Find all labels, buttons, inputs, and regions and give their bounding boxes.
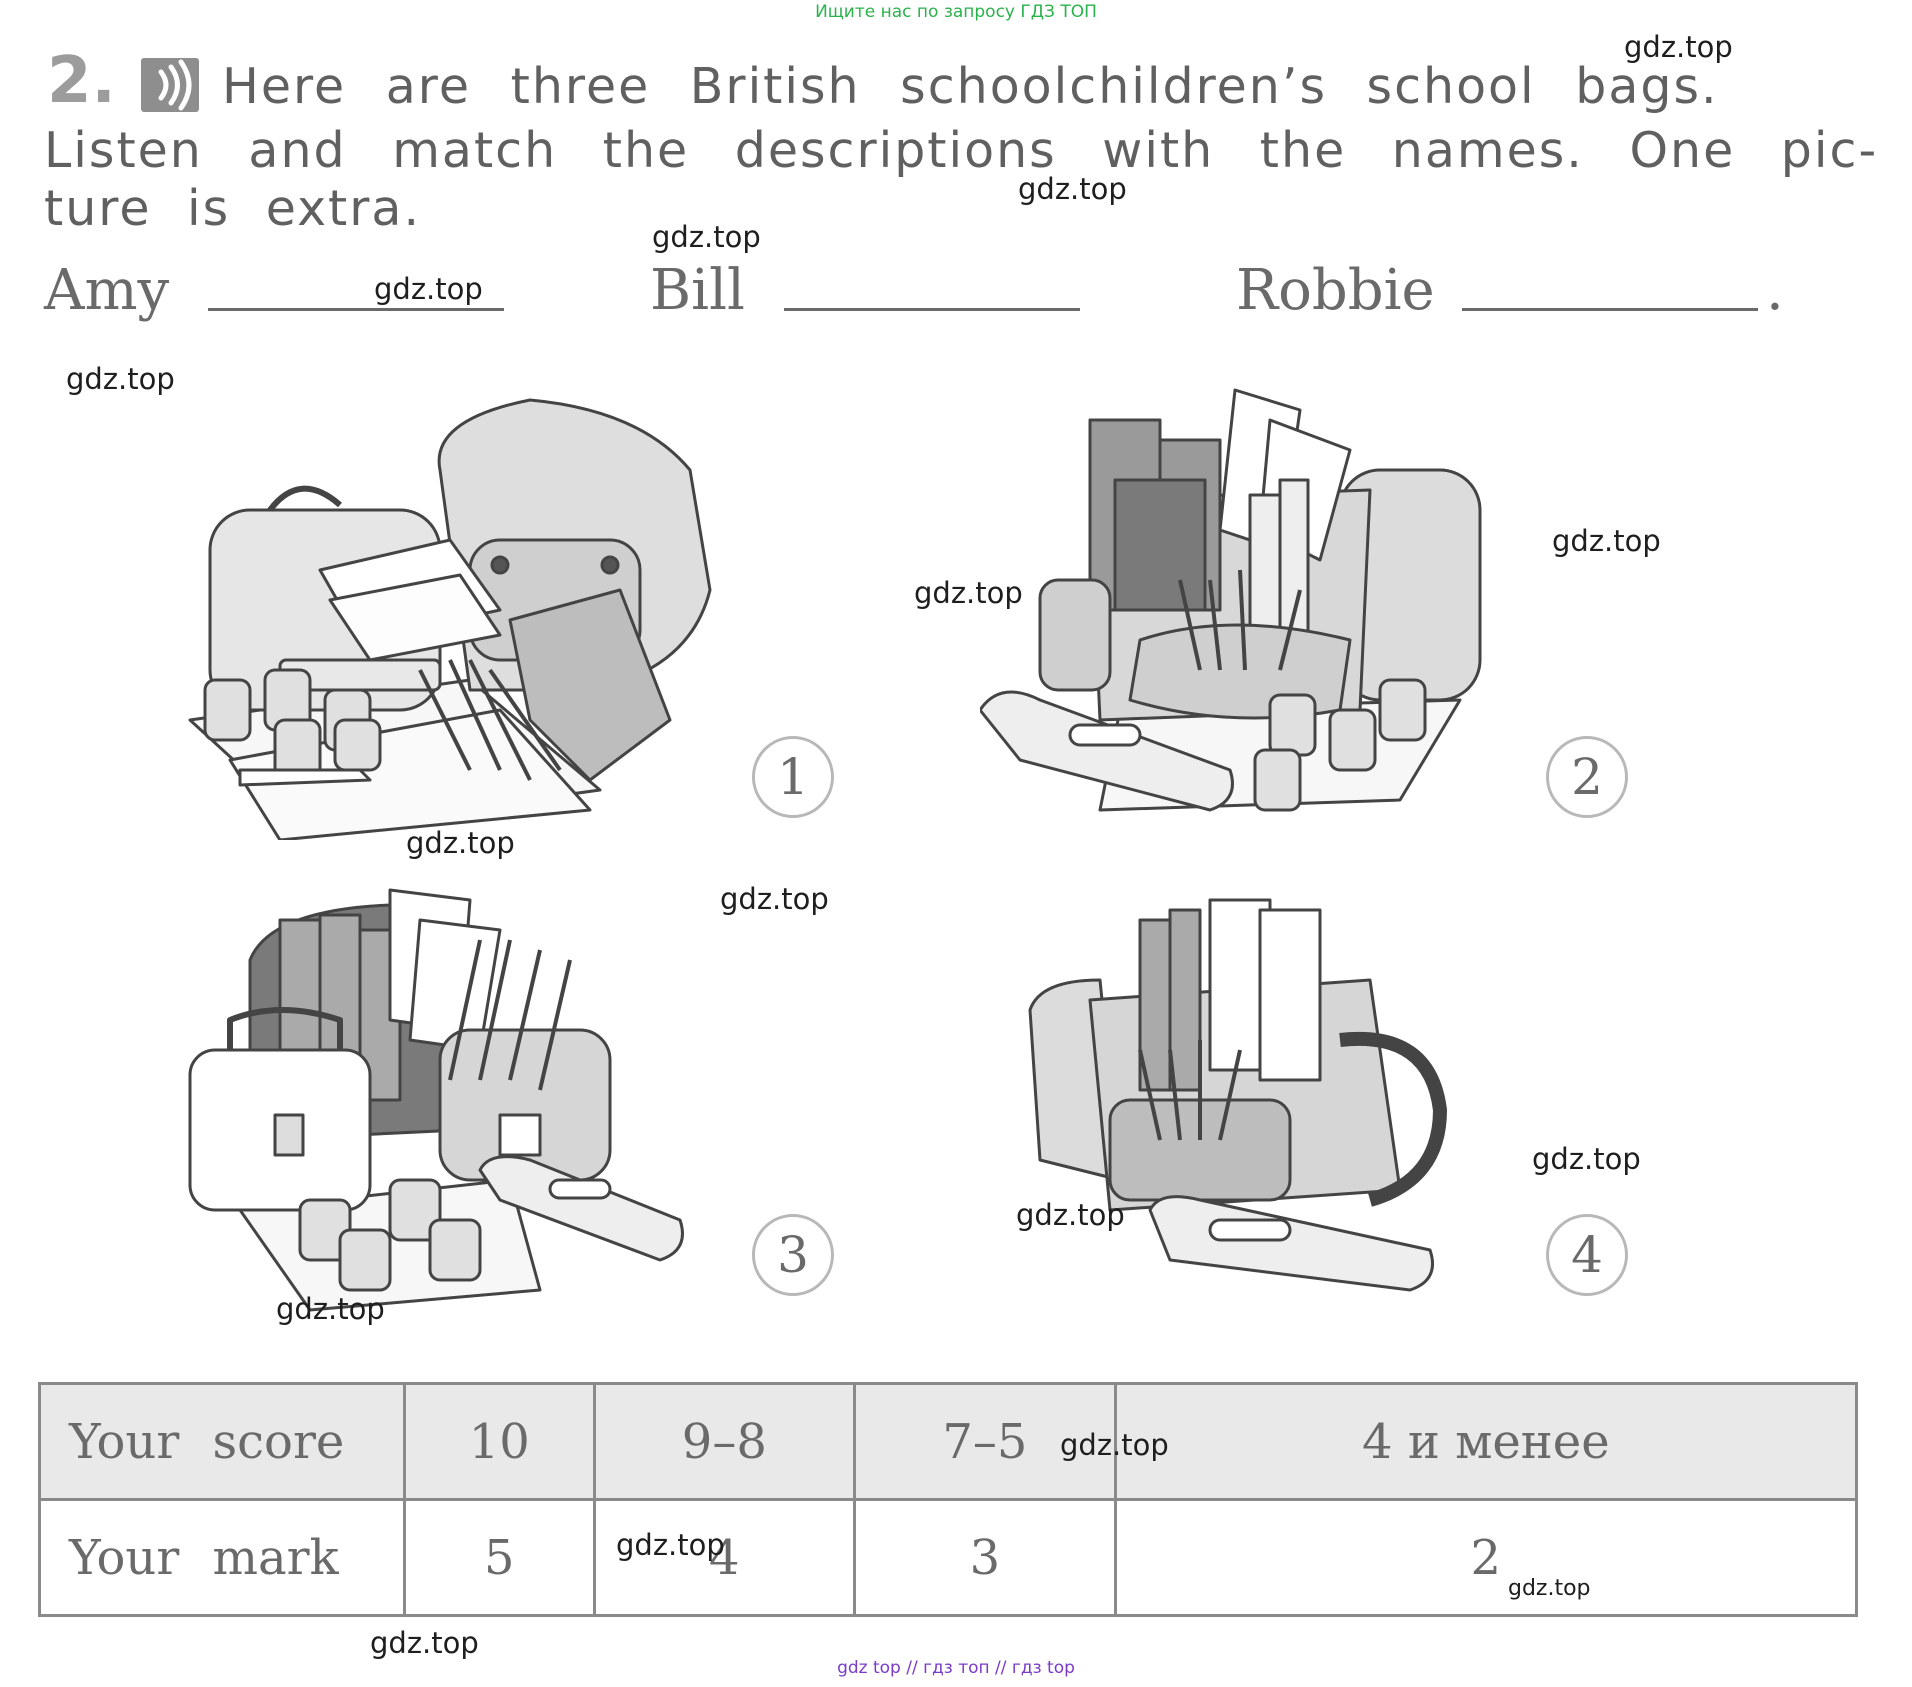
watermark: gdz.top <box>1018 172 1127 206</box>
mark-cell: 3 <box>853 1498 1117 1617</box>
bottom-banner: gdz top // гдз топ // гдз top <box>837 1658 1075 1678</box>
watermark: gdz.top <box>370 1626 479 1660</box>
sentence-end: . <box>1766 258 1784 323</box>
score-cell: 4 и менее <box>1113 1382 1859 1501</box>
watermark: gdz.top <box>1016 1198 1125 1232</box>
watermark: gdz.top <box>374 272 483 306</box>
answer-blank-amy[interactable] <box>208 308 504 311</box>
bag-picture-3 <box>188 888 684 1312</box>
watermark: gdz.top <box>1060 1428 1169 1462</box>
watermark: gdz.top <box>720 882 829 916</box>
instruction-line-2: Listen and match the descriptions with t… <box>44 122 1879 179</box>
score-cell: 10 <box>403 1382 596 1501</box>
picture-number-2: 2 <box>1546 736 1628 818</box>
watermark: gdz.top <box>276 1292 385 1326</box>
watermark: gdz.top <box>1508 1576 1591 1601</box>
task-number: 2. <box>47 44 116 118</box>
name-robbie: Robbie <box>1236 258 1435 323</box>
watermark: gdz.top <box>914 576 1023 610</box>
mark-row: Your mark 5 4 3 2 <box>38 1498 1859 1617</box>
mark-cell: 5 <box>403 1498 596 1617</box>
mark-cell: 4 <box>592 1498 857 1617</box>
mark-row-label: Your mark <box>38 1498 406 1617</box>
audio-icon[interactable] <box>141 58 199 112</box>
bag-picture-4 <box>1028 898 1447 1292</box>
mark-cell: 2 <box>1113 1498 1859 1617</box>
watermark: gdz.top <box>66 362 175 396</box>
watermark: gdz.top <box>1624 30 1733 64</box>
watermark: gdz.top <box>652 220 761 254</box>
watermark: gdz.top <box>1552 524 1661 558</box>
watermark: gdz.top <box>1532 1142 1641 1176</box>
score-table: Your score 10 9–8 7–5 4 и менее Your mar… <box>38 1382 1859 1617</box>
score-row: Your score 10 9–8 7–5 4 и менее <box>38 1382 1859 1501</box>
name-amy: Amy <box>44 258 170 323</box>
picture-number-4: 4 <box>1546 1214 1628 1296</box>
score-row-label: Your score <box>38 1382 406 1501</box>
picture-number-1: 1 <box>752 736 834 818</box>
answer-blank-robbie[interactable] <box>1462 308 1758 311</box>
bag-picture-1 <box>188 398 712 840</box>
picture-number-3: 3 <box>752 1214 834 1296</box>
bag-picture-2 <box>980 388 1482 812</box>
instruction-line-3: ture is extra. <box>44 180 422 237</box>
score-cell: 9–8 <box>592 1382 857 1501</box>
name-bill: Bill <box>650 258 745 323</box>
top-banner: Ищите нас по запросу ГДЗ ТОП <box>815 2 1097 22</box>
watermark: gdz.top <box>406 826 515 860</box>
answer-blank-bill[interactable] <box>784 308 1080 311</box>
instruction-line-1: Here are three British schoolchildren’s … <box>222 58 1719 115</box>
watermark: gdz.top <box>616 1528 725 1562</box>
score-cell: 7–5 <box>853 1382 1117 1501</box>
